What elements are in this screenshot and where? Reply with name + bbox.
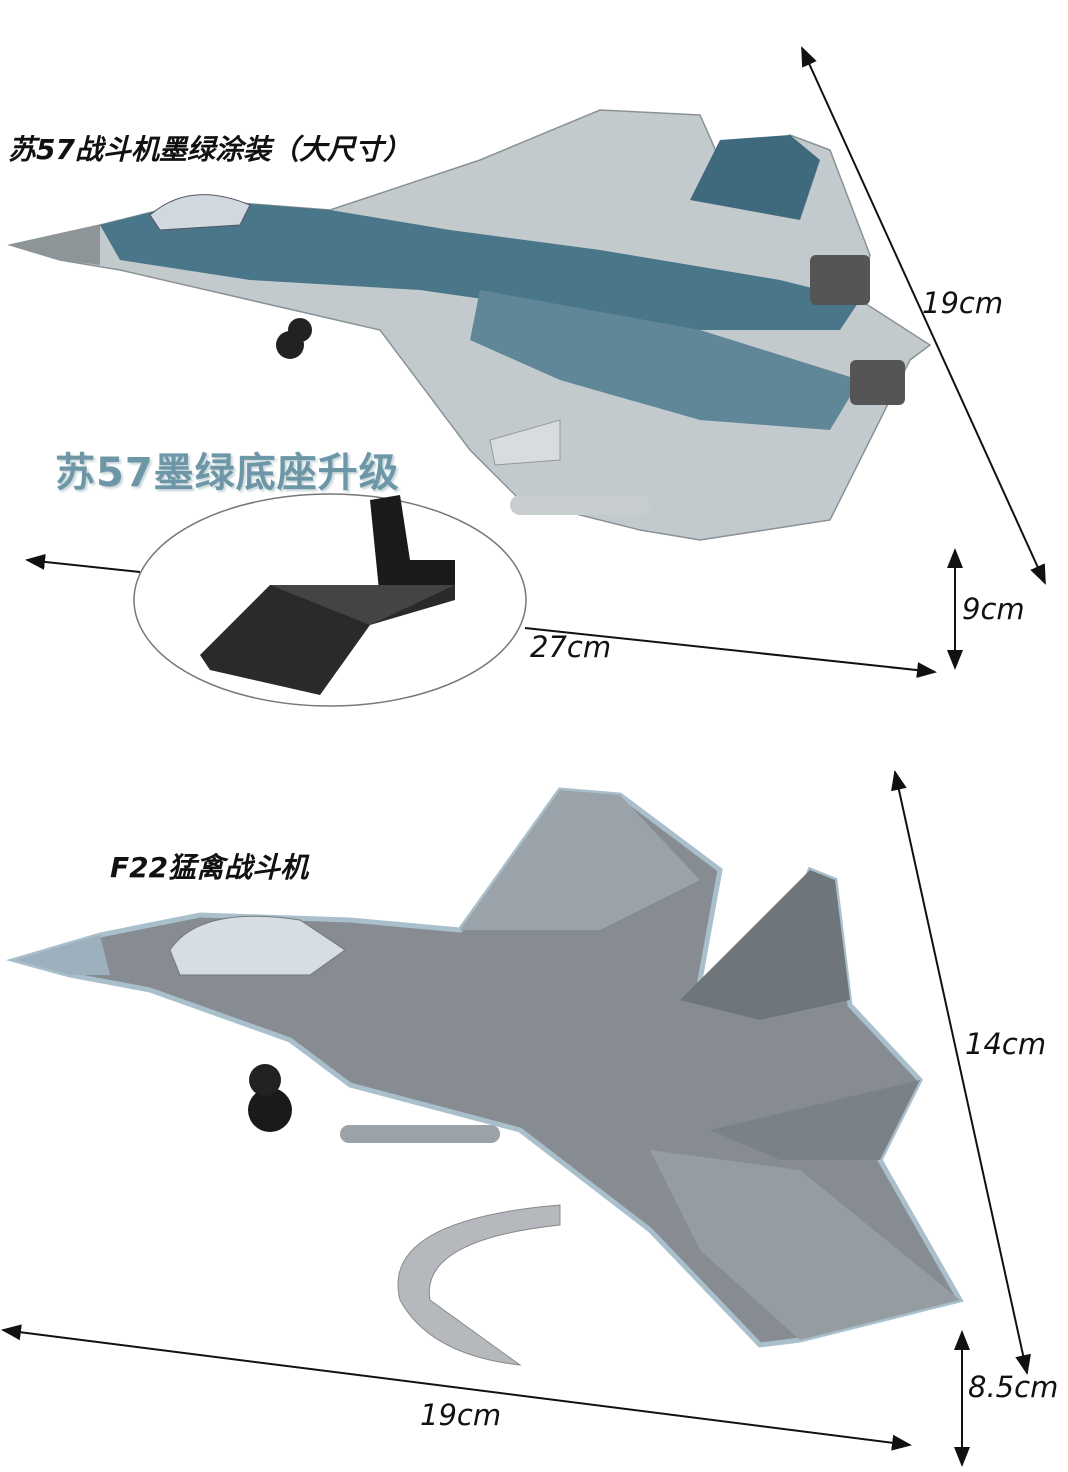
f22-model-image [5,787,964,1348]
stand-upgrade-promo: 苏57墨绿底座升级 [55,450,400,496]
su57-wingspan-arrow [801,46,1046,585]
f22-title: F22猛禽战斗机 [110,851,309,884]
f22-wingspan-arrow [891,770,1031,1375]
stand-image [200,495,455,695]
f22-length-label: 19cm [420,1398,502,1432]
su57-wingspan-label: 19cm [922,286,1004,320]
su57-length-label: 27cm [530,630,612,664]
su57-height-label: 9cm [962,592,1025,626]
su57-length-arrow-right [524,627,937,679]
su57-length-arrow-left [25,553,141,573]
f22-wingspan-label: 14cm [965,1027,1047,1061]
su57-title: 苏57战斗机墨绿涂装（大尺寸） [8,133,411,166]
su57-model-image [7,109,932,541]
f22-stand-image [397,1204,561,1366]
f22-length-arrow [1,1324,912,1451]
f22-height-label: 8.5cm [968,1370,1059,1404]
